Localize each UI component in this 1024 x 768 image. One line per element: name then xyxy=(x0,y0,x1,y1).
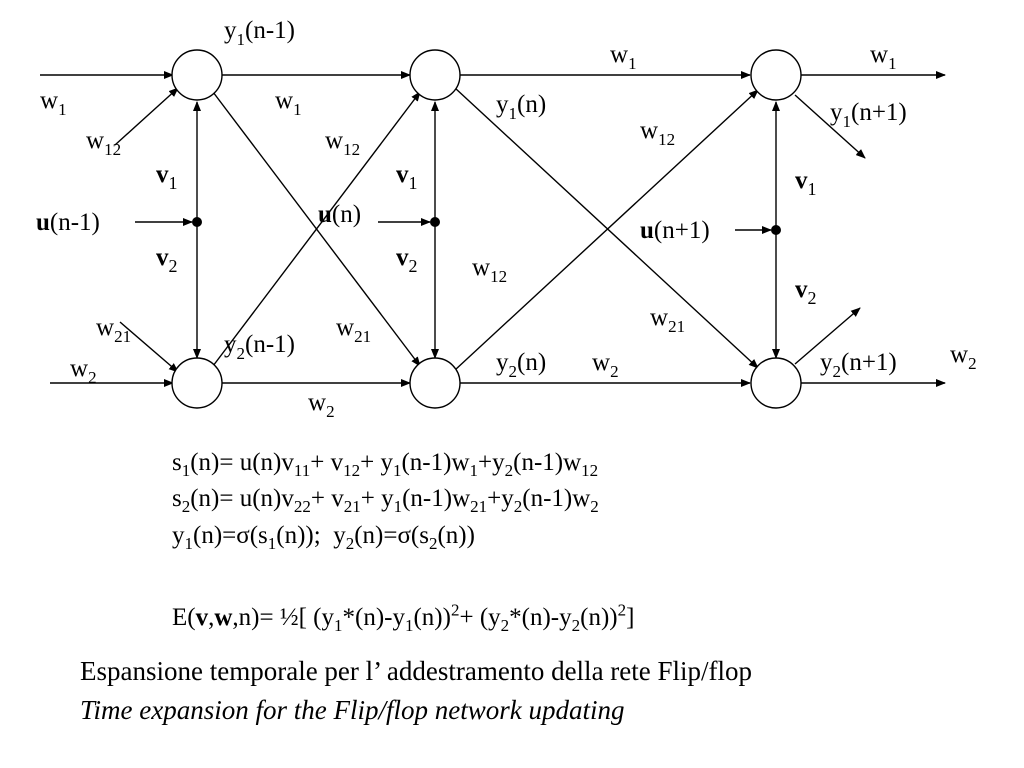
junction-dot-col1 xyxy=(192,217,202,227)
equation-error: E(v,w,n)= ½[ (y1*(n)-y1(n))2+ (y2*(n)-y2… xyxy=(172,600,635,635)
caption-italian: Espansione temporale per l’ addestrament… xyxy=(80,656,753,686)
label-w2-c1-c2: w2 xyxy=(308,389,335,421)
label-v1-col2: v1 xyxy=(396,161,418,193)
label-y2-n+1: y2(n+1) xyxy=(820,349,897,381)
label-y2-n: y2(n) xyxy=(496,349,546,381)
neuron-2-t+1 xyxy=(750,357,802,409)
neuron-2-t-1 xyxy=(171,357,223,409)
neuron-2-t xyxy=(409,357,461,409)
label-w21-c2-c3: w21 xyxy=(650,304,685,336)
label-y2-n-1: y2(n-1) xyxy=(224,331,295,363)
label-w2-output: w2 xyxy=(950,341,977,373)
junction-dot-col2 xyxy=(430,217,440,227)
label-w21-c1-c2: w21 xyxy=(336,314,371,346)
label-w12-c2-c3-upper: w12 xyxy=(640,117,675,149)
edge-y1-output xyxy=(794,94,866,159)
label-w1-c1-c2: w1 xyxy=(275,87,302,119)
neuron-1-t xyxy=(409,49,461,101)
equation-s2: s2(n)= u(n)v22+ v21+ y1(n-1)w21+y2(n-1)w… xyxy=(172,485,599,516)
edge-y2-output xyxy=(794,307,861,365)
equation-s1: s1(n)= u(n)v11+ v12+ y1(n-1)w1+y2(n-1)w1… xyxy=(172,449,599,480)
label-u-n: u(n) xyxy=(318,201,361,228)
label-y1-n+1: y1(n+1) xyxy=(830,99,907,131)
label-w2-c2-c3: w2 xyxy=(592,349,619,381)
equation-y: y1(n)=σ(s1(n)); y2(n)=σ(s2(n)) xyxy=(172,522,475,553)
label-w2-input: w2 xyxy=(70,355,97,387)
label-v1-col1: v1 xyxy=(156,161,178,193)
label-y1-n-1: y1(n-1) xyxy=(224,17,295,49)
edge-c1-bottom-to-c2-top xyxy=(212,91,421,367)
label-y1-n: y1(n) xyxy=(496,91,546,123)
caption-english: Time expansion for the Flip/flop network… xyxy=(80,695,625,725)
label-v2-col3: v2 xyxy=(795,276,817,308)
edge-w12-input xyxy=(114,87,179,146)
neuron-1-t+1 xyxy=(750,49,802,101)
label-v2-col2: v2 xyxy=(396,244,418,276)
flip-flop-diagram: y1(n-1) y1(n) y1(n+1) y2(n-1) y2(n) y2(n… xyxy=(36,17,977,421)
edge-c2-top-to-c3-bottom xyxy=(454,87,759,369)
label-w21-input: w21 xyxy=(96,314,131,346)
label-u-n-1: u(n-1) xyxy=(36,209,100,236)
label-v1-col3: v1 xyxy=(795,167,817,199)
label-u-n+1: u(n+1) xyxy=(640,217,710,244)
neuron-1-t-1 xyxy=(171,49,223,101)
edge-w21-input xyxy=(119,321,179,373)
junction-dot-col3 xyxy=(771,225,781,235)
label-w1-c2-c3: w1 xyxy=(610,41,637,73)
label-w1-input: w1 xyxy=(40,87,67,119)
label-w1-output: w1 xyxy=(870,41,897,73)
label-w12-c2-c3-lower: w12 xyxy=(472,254,507,286)
label-v2-col1: v2 xyxy=(156,244,178,276)
edge-c2-bottom-to-c3-top xyxy=(454,89,759,371)
label-w12-c1-c2: w12 xyxy=(325,127,360,159)
label-w12-input: w12 xyxy=(86,127,121,159)
